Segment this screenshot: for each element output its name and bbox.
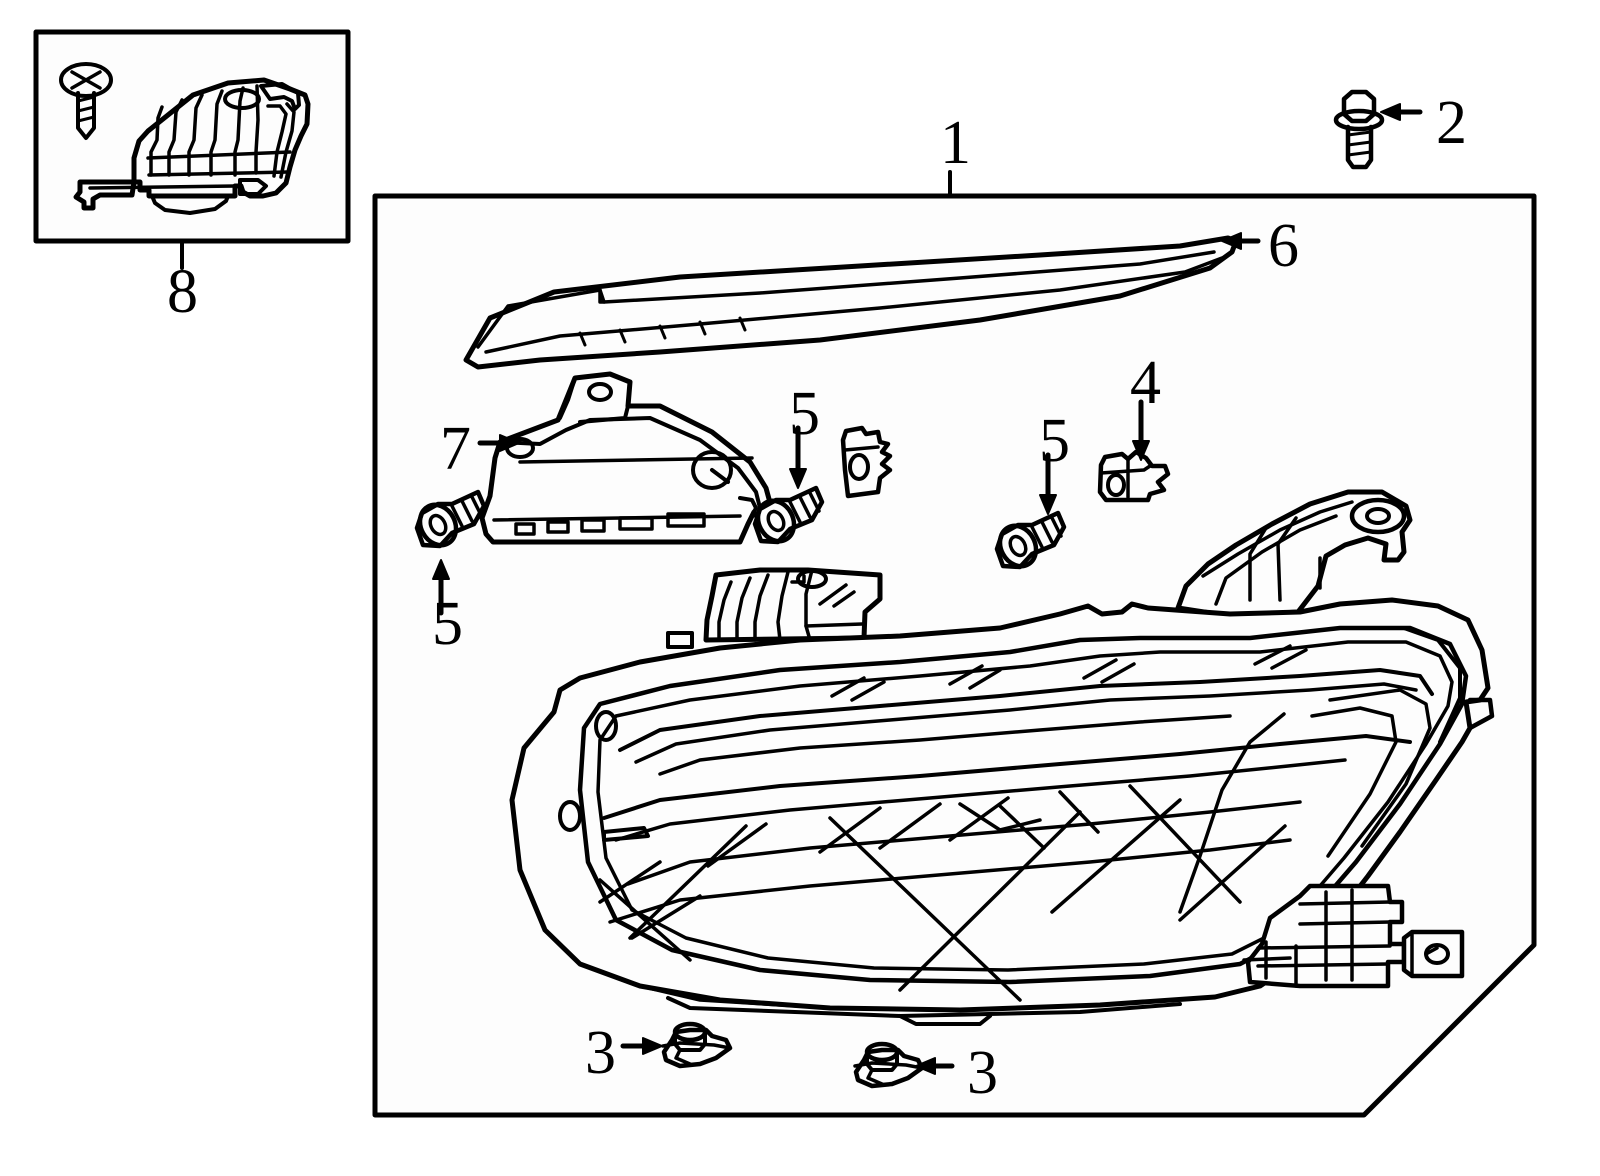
callout-5-arrow-right bbox=[1039, 452, 1057, 515]
callout-5-arrow-left bbox=[432, 559, 450, 616]
callout-4-arrow bbox=[1132, 399, 1150, 461]
headlamp-assembly-icon bbox=[509, 489, 1495, 1026]
callout-5-screw-left: 5 bbox=[432, 590, 463, 658]
connector-socket-icon bbox=[840, 425, 893, 499]
callout-5-arrow-middle bbox=[789, 425, 807, 489]
garnish-molding-icon bbox=[463, 235, 1239, 370]
callout-2-flange-bolt: 2 bbox=[1436, 89, 1467, 157]
retainer-clip-icon bbox=[1097, 449, 1171, 503]
callout-6-arrow bbox=[1221, 232, 1261, 250]
tapping-screw-icon-right bbox=[994, 510, 1067, 570]
inset-bracket-icon bbox=[73, 77, 311, 215]
mounting-bracket-icon bbox=[479, 371, 775, 545]
flange-bolt-icon bbox=[1333, 89, 1385, 170]
callout-7-mount-bracket: 7 bbox=[440, 415, 471, 483]
tapping-screw-icon-middle bbox=[752, 485, 825, 545]
callout-4-retainer-clip: 4 bbox=[1130, 349, 1161, 417]
callout-3-arrow-right bbox=[915, 1057, 955, 1075]
callout-8-inset-detail: 8 bbox=[167, 258, 198, 326]
callout-7-arrow bbox=[477, 434, 520, 452]
callout-6-garnish-molding: 6 bbox=[1268, 212, 1299, 280]
callout-3-clip-nut-right: 3 bbox=[967, 1039, 998, 1107]
callout-5-screw-middle: 5 bbox=[789, 380, 820, 448]
callout-3-arrow-left bbox=[620, 1037, 663, 1055]
tapping-screw-icon-left bbox=[414, 489, 487, 549]
inset-tapping-screw-icon bbox=[59, 62, 113, 140]
clip-nut-icon-left bbox=[661, 1021, 733, 1069]
callout-2-arrow bbox=[1380, 103, 1423, 121]
callout-3-clip-nut-left: 3 bbox=[585, 1019, 616, 1087]
callout-1-headlamp-assembly: 1 bbox=[940, 109, 971, 177]
callout-5-screw-right: 5 bbox=[1039, 407, 1070, 475]
clip-nut-icon-right bbox=[853, 1041, 925, 1089]
